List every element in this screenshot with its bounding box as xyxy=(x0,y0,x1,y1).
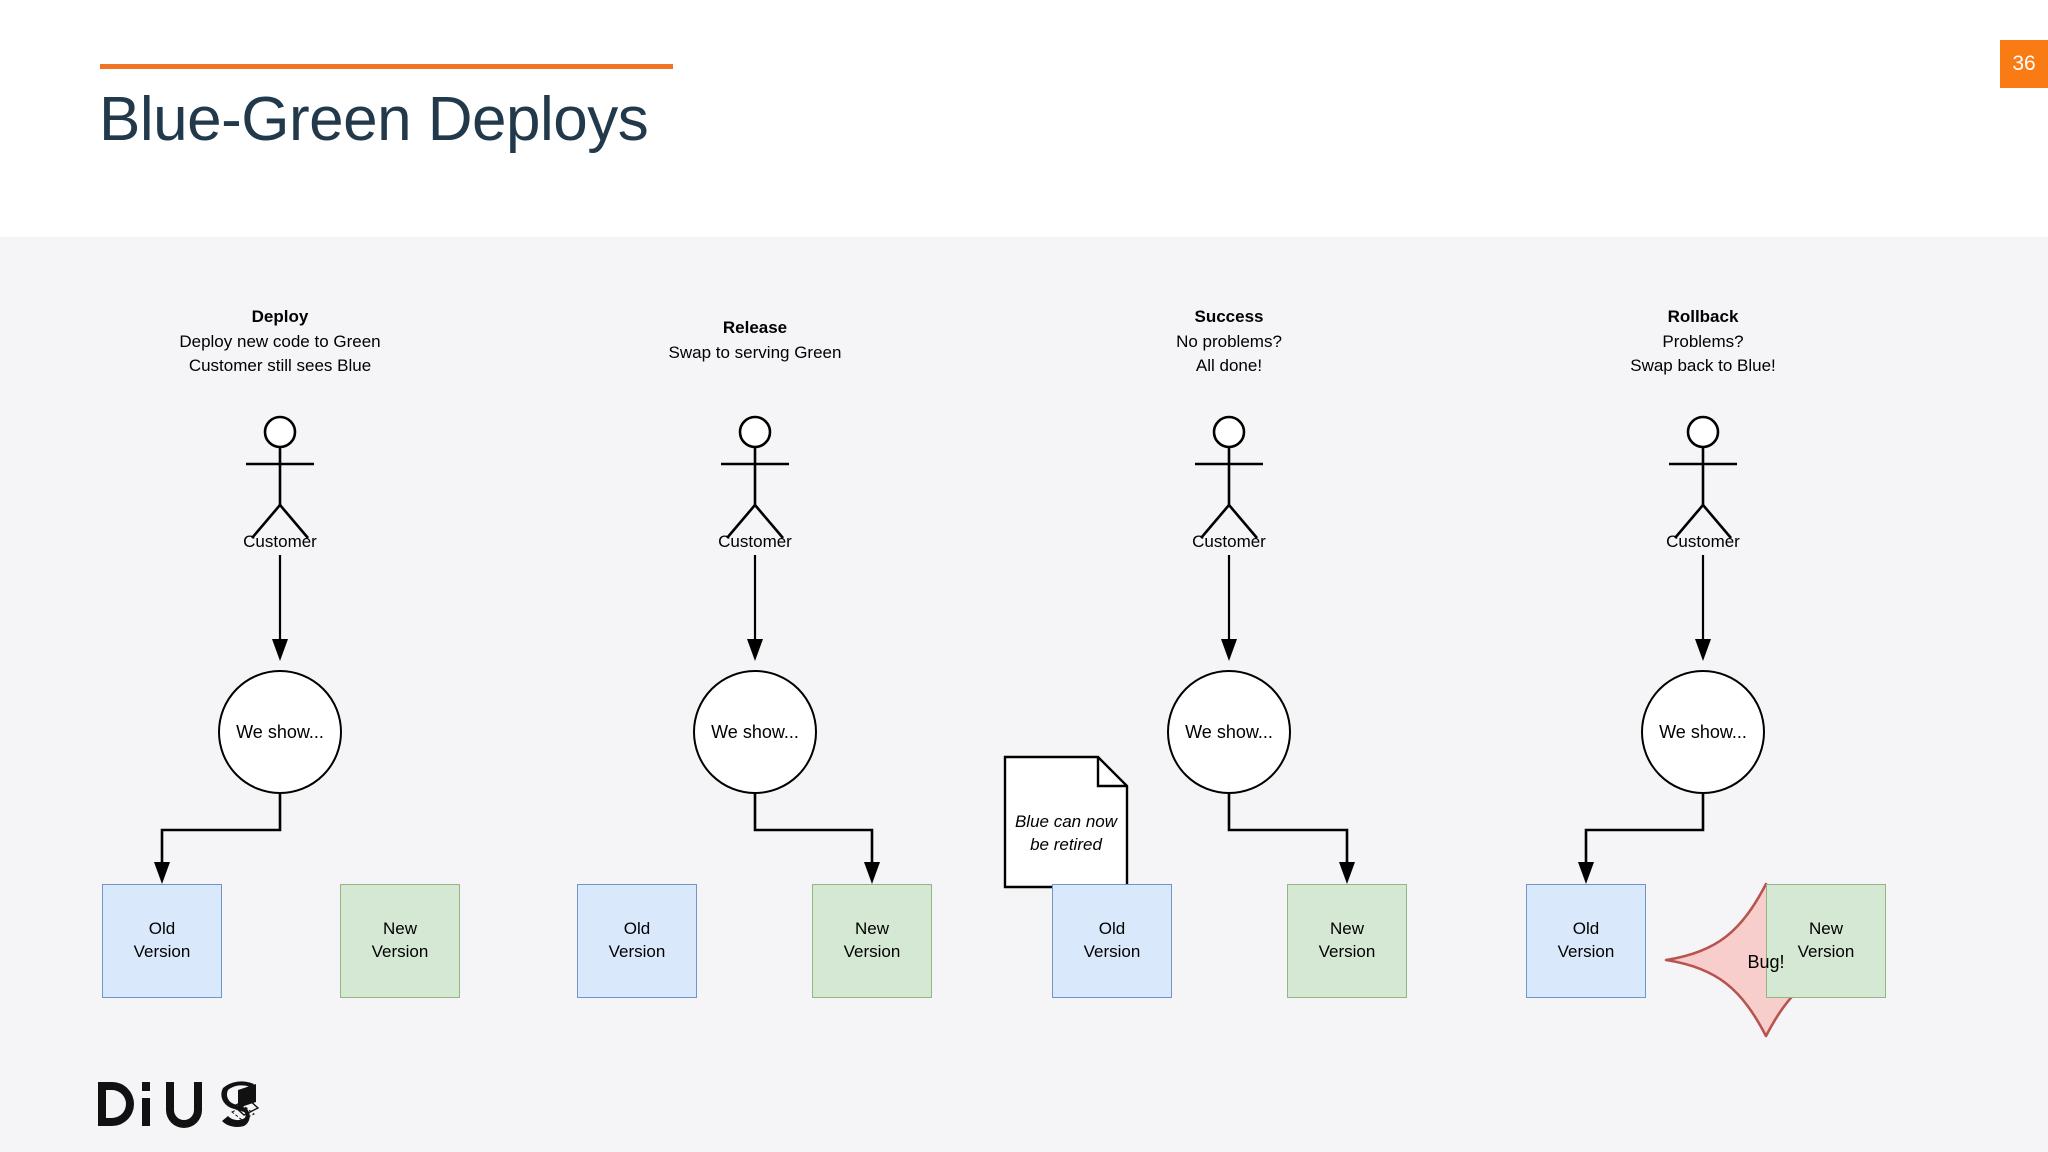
column-subline-2: All done! xyxy=(1195,356,1263,376)
bug-label: Bug! xyxy=(1747,951,1785,972)
arrowhead-actor-success xyxy=(1221,639,1237,661)
connector-circle-to-box-success xyxy=(1227,794,1355,884)
actor-label: Customer xyxy=(1192,532,1266,551)
connector-circle-to-box-deploy xyxy=(154,794,282,884)
box-line-2: Version xyxy=(1797,942,1855,961)
actor-label: Customer xyxy=(718,532,792,551)
actor-figure-rollback xyxy=(1669,415,1737,539)
column-subline-1: Swap to serving Green xyxy=(668,342,842,362)
we-show-circle-success: We show... xyxy=(1167,670,1291,794)
note-shape-success xyxy=(1003,755,1129,889)
column-title: Rollback xyxy=(1667,307,1739,326)
actor-label: Customer xyxy=(1666,532,1740,551)
old-version-box-deploy: Old Version xyxy=(102,884,222,998)
box-line-1: New xyxy=(1329,919,1364,939)
box-line-1: New xyxy=(1808,919,1843,939)
box-line-2: Version xyxy=(1083,942,1141,961)
page-number-badge: 36 xyxy=(2000,40,2048,88)
old-version-box-release: Old Version xyxy=(577,884,697,998)
arrowhead-actor-deploy xyxy=(272,639,288,661)
old-version-box-success: Old Version xyxy=(1052,884,1172,998)
actor-figure-deploy xyxy=(246,415,314,539)
column-heading-rollback: Rollback Problems? Swap back to Blue! xyxy=(1493,305,1913,379)
actor-label: Customer xyxy=(243,532,317,551)
box-line-2: Version xyxy=(133,942,191,961)
new-version-box-release: New Version xyxy=(812,884,932,998)
box-line-2: Version xyxy=(608,942,666,961)
column-title: Deploy xyxy=(251,307,309,326)
dius-logo-mark xyxy=(98,1081,260,1128)
column-title: Success xyxy=(1194,307,1264,326)
note-line-2: be retired xyxy=(1030,834,1102,854)
title-accent-rule xyxy=(100,64,673,69)
column-heading-deploy: Deploy Deploy new code to Green Customer… xyxy=(70,305,490,379)
retire-note-success: Blue can now be retired xyxy=(1005,757,1127,887)
actor-figure-release xyxy=(721,415,789,539)
we-show-circle-release: We show... xyxy=(693,670,817,794)
column-subline-2: Customer still sees Blue xyxy=(188,356,372,376)
box-line-1: Old xyxy=(1572,919,1600,939)
arrowhead-actor-release xyxy=(747,639,763,661)
old-version-box-rollback: Old Version xyxy=(1526,884,1646,998)
box-line-1: Old xyxy=(623,919,651,939)
box-line-2: Version xyxy=(371,942,429,961)
arrowhead-actor-rollback xyxy=(1695,639,1711,661)
new-version-box-deploy: New Version xyxy=(340,884,460,998)
box-line-2: Version xyxy=(843,942,901,961)
column-subline-1: Deploy new code to Green xyxy=(179,331,381,351)
page-title: Blue-Green Deploys xyxy=(99,85,649,154)
actor-figure-success xyxy=(1195,415,1263,539)
column-heading-release: Release Swap to serving Green xyxy=(545,316,965,365)
slide-header: Blue-Green Deploys xyxy=(0,0,2048,237)
box-line-1: New xyxy=(854,919,889,939)
new-version-box-rollback: New Version xyxy=(1766,884,1886,998)
new-version-box-success: New Version xyxy=(1287,884,1407,998)
we-show-circle-deploy: We show... xyxy=(218,670,342,794)
column-title: Release xyxy=(722,318,788,337)
column-heading-success: Success No problems? All done! xyxy=(1019,305,1439,379)
column-subline-2: Swap back to Blue! xyxy=(1630,356,1776,376)
we-show-circle-rollback: We show... xyxy=(1641,670,1765,794)
connector-circle-to-box-release xyxy=(753,794,880,884)
note-line-1: Blue can now xyxy=(1014,812,1118,831)
box-line-1: Old xyxy=(148,919,176,939)
box-line-1: Old xyxy=(1098,919,1126,939)
box-line-2: Version xyxy=(1557,942,1615,961)
connector-circle-to-box-rollback xyxy=(1578,794,1705,884)
column-subline-1: Problems? xyxy=(1662,331,1744,351)
column-subline-1: No problems? xyxy=(1176,331,1282,351)
box-line-1: New xyxy=(382,919,417,939)
dius-logo xyxy=(96,1078,266,1139)
box-line-2: Version xyxy=(1318,942,1376,961)
